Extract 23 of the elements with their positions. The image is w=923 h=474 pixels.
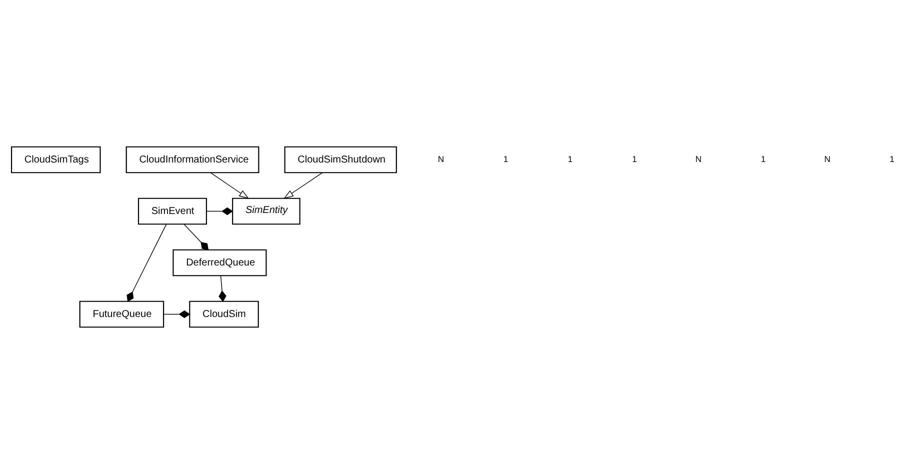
node-box: CloudSimShutdown bbox=[284, 146, 397, 174]
connector bbox=[218, 275, 226, 302]
label: 1 bbox=[760, 154, 766, 164]
connector bbox=[206, 207, 234, 216]
node-box: CloudSimTags bbox=[10, 146, 101, 174]
node-box: FutureQueue bbox=[79, 300, 164, 328]
node-box: CloudSim bbox=[189, 300, 259, 328]
label: 1 bbox=[632, 154, 637, 164]
node-box: SimEntity bbox=[232, 198, 300, 225]
node-box: DeferredQueue bbox=[172, 249, 267, 276]
arrow bbox=[284, 172, 323, 199]
arrow bbox=[210, 172, 249, 199]
label: N bbox=[438, 154, 444, 164]
connector bbox=[126, 224, 167, 302]
node-box: CloudInformationService bbox=[126, 146, 260, 174]
label: 1 bbox=[890, 154, 894, 164]
label: 1 bbox=[503, 154, 508, 164]
connector bbox=[184, 224, 209, 250]
node-box: SimEvent bbox=[138, 198, 207, 225]
label: N bbox=[695, 154, 702, 164]
connector bbox=[163, 310, 190, 318]
label: 1 bbox=[568, 154, 573, 164]
label: N bbox=[824, 154, 830, 164]
